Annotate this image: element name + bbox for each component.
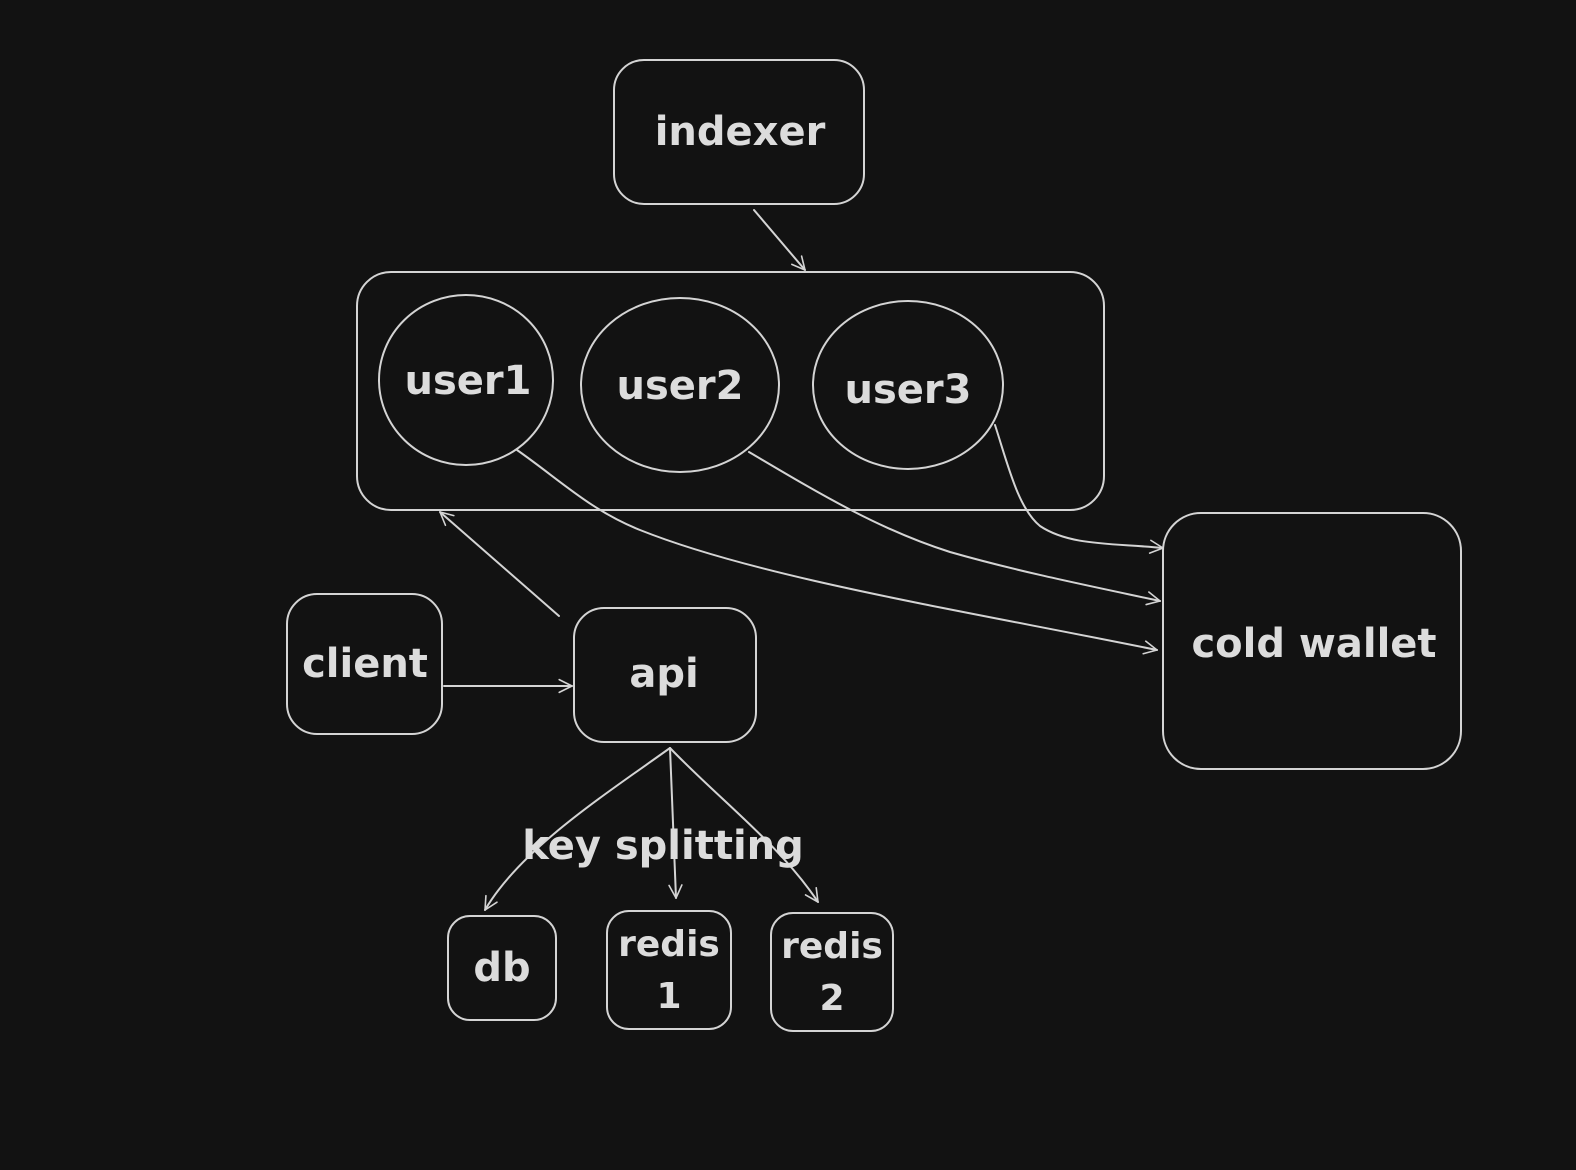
user3-node[interactable]: user3 <box>812 300 1004 470</box>
redis2-label-line1: redis <box>781 926 883 967</box>
user1-label: user1 <box>405 358 532 404</box>
edge-api-to-redis1 <box>668 747 683 899</box>
edge-user3-to-cold-wallet <box>994 424 1164 554</box>
edge-api-to-redis2 <box>669 747 819 903</box>
redis1-label-line1: redis <box>618 924 720 965</box>
user2-label: user2 <box>617 363 744 409</box>
redis1-node[interactable]: redis 1 <box>606 910 732 1030</box>
user2-node[interactable]: user2 <box>580 297 780 473</box>
edge-api-to-db <box>484 747 671 911</box>
edge-indexer-to-users <box>753 209 806 271</box>
db-node[interactable]: db <box>447 915 557 1021</box>
api-node[interactable]: api <box>573 607 757 743</box>
key-splitting-label: key splitting <box>522 823 804 869</box>
client-node[interactable]: client <box>286 593 443 735</box>
cold-wallet-label: cold wallet <box>1191 621 1436 667</box>
redis2-node[interactable]: redis 2 <box>770 912 894 1032</box>
cold-wallet-node[interactable]: cold wallet <box>1162 512 1462 770</box>
client-label: client <box>302 641 428 687</box>
api-label: api <box>629 651 698 697</box>
redis2-label-line2: 2 <box>819 978 844 1019</box>
db-label: db <box>473 945 530 991</box>
redis1-label-line2: 1 <box>656 976 681 1017</box>
edge-user1-to-cold-wallet <box>516 449 1158 655</box>
user3-label: user3 <box>845 367 972 413</box>
indexer-label: indexer <box>655 109 826 155</box>
user1-node[interactable]: user1 <box>378 294 554 466</box>
edge-api-to-users <box>439 511 560 617</box>
indexer-node[interactable]: indexer <box>613 59 865 205</box>
edge-user2-to-cold-wallet <box>748 451 1161 606</box>
